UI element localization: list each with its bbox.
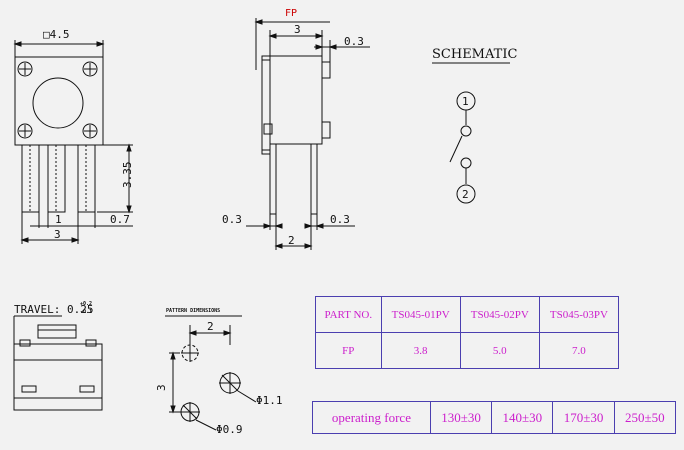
part-number-table: PART NO. TS045-01PV TS045-02PV TS045-03P… [315, 296, 620, 369]
table-cell: 140±30 [491, 401, 554, 434]
table-cell: 3.8 [380, 332, 461, 369]
fp-label: FP [285, 8, 297, 19]
hole-small-label: Φ0.9 [216, 423, 243, 436]
pin-dim-07: 0.7 [110, 213, 130, 226]
side-dim-03-top: 0.3 [344, 35, 364, 48]
table-row: FP 3.8 5.0 7.0 [315, 332, 620, 369]
top-size-label: □4.5 [43, 28, 70, 41]
table-cell: 130±30 [429, 401, 493, 434]
table-cell: FP [315, 332, 382, 369]
table-cell: 7.0 [538, 332, 620, 369]
top-view-drawing [13, 40, 133, 244]
schematic-pin1: 1 [462, 95, 469, 108]
pattern-dim-2: 2 [207, 320, 214, 333]
side-dim-3: 3 [294, 23, 301, 36]
hole-large-label: Φ1.1 [256, 394, 283, 407]
side-view-drawing [246, 18, 370, 250]
table-row: operating force 130±30 140±30 170±30 250… [312, 401, 677, 434]
table-row: PART NO. TS045-01PV TS045-02PV TS045-03P… [315, 296, 620, 333]
travel-label: TRAVEL: 0.25 [14, 303, 93, 316]
pattern-title: PATTERN DIMENSIONS [166, 308, 220, 314]
travel-drawing [13, 315, 103, 411]
schematic-pin2: 2 [462, 188, 469, 201]
table-cell: operating force [312, 401, 431, 434]
schematic-drawing [432, 62, 510, 204]
table-cell: TS045-03PV [538, 296, 620, 333]
travel-tol-plus: +0.2 [80, 301, 92, 307]
side-dim-2: 2 [288, 234, 295, 247]
table-cell: TS045-02PV [459, 296, 540, 333]
side-dim-03-left: 0.3 [222, 213, 242, 226]
pattern-drawing [165, 315, 257, 431]
schematic-title: SCHEMATIC [432, 47, 517, 62]
height-label: 3.35 [121, 162, 134, 189]
travel-tol-minus: -0.1 [80, 309, 92, 315]
table-cell: PART NO. [315, 296, 382, 333]
side-dim-03-right: 0.3 [330, 213, 350, 226]
table-cell: 5.0 [459, 332, 540, 369]
pattern-dim-3: 3 [155, 384, 168, 391]
table-cell: 170±30 [552, 401, 615, 434]
table-cell: TS045-01PV [380, 296, 461, 333]
table-cell: 250±50 [613, 401, 677, 434]
pin-dim-3: 3 [54, 228, 61, 241]
pin-dim-1: 1 [55, 213, 62, 226]
operating-force-table: operating force 130±30 140±30 170±30 250… [312, 401, 677, 434]
